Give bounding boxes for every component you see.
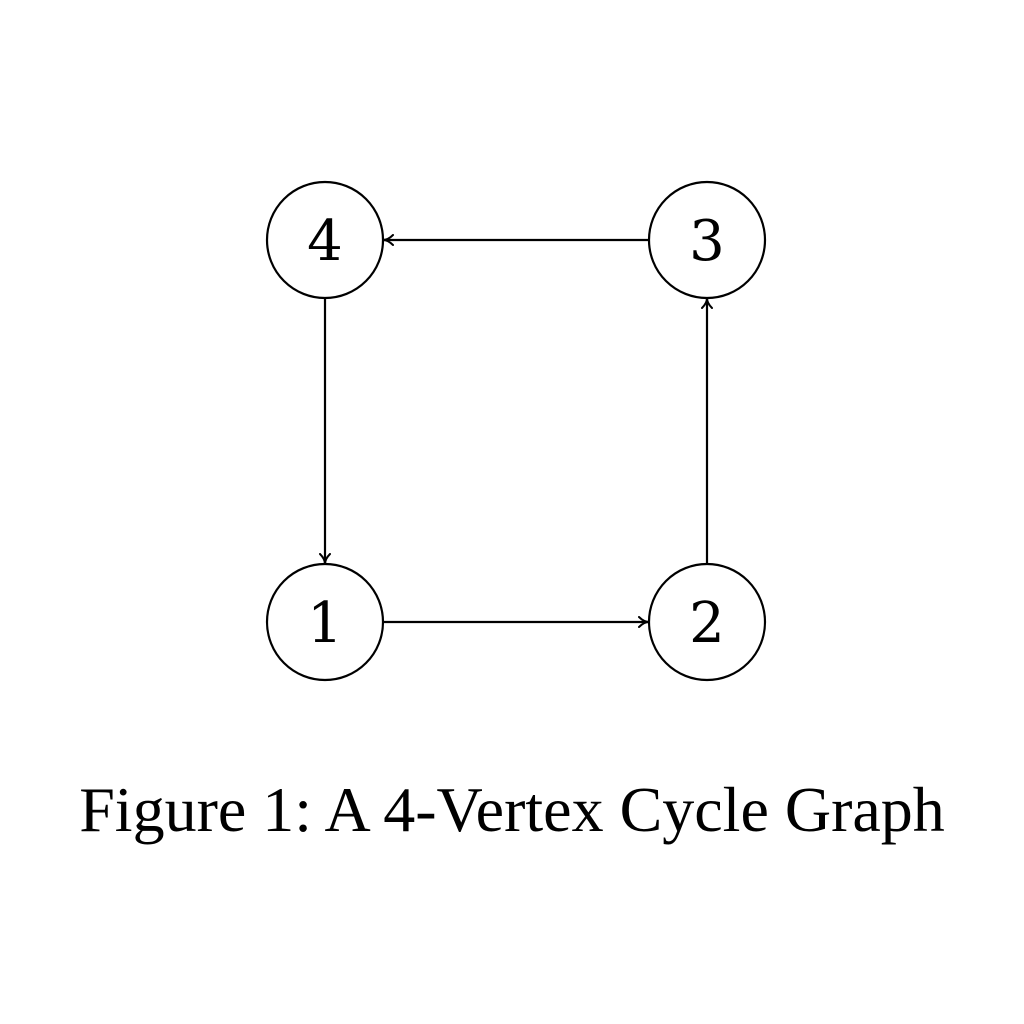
node-circle-2 — [647, 562, 767, 682]
node-3: 3 — [647, 180, 767, 300]
node-label-4: 4 — [307, 209, 343, 274]
node-circle-1 — [265, 562, 385, 682]
node-4: 4 — [265, 180, 385, 300]
figure-caption: Figure 1: A 4-Vertex Cycle Graph — [79, 774, 945, 845]
node-circle-4 — [265, 180, 385, 300]
node-label-3: 3 — [689, 209, 725, 274]
node-1: 1 — [265, 562, 385, 682]
edges-layer — [319, 234, 713, 628]
node-label-2: 2 — [689, 591, 725, 656]
nodes-layer: 1 2 3 4 — [265, 180, 767, 682]
node-2: 2 — [647, 562, 767, 682]
node-label-1: 1 — [307, 591, 343, 656]
node-circle-3 — [647, 180, 767, 300]
